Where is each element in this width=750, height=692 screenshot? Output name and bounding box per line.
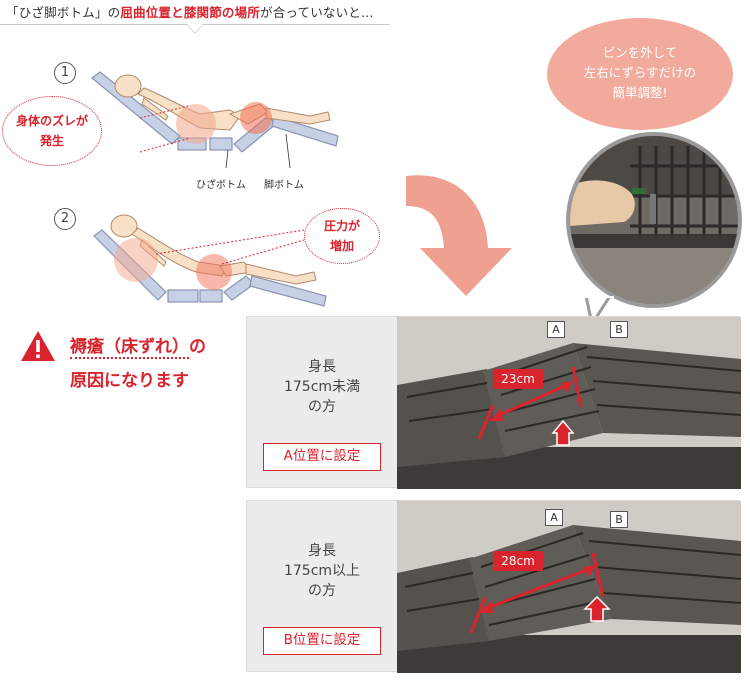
- warning-particle: の: [189, 337, 206, 357]
- balloon-line2: 左右にずらすだけの: [583, 65, 697, 80]
- knee-bottom-label: ひざボトム: [196, 180, 246, 191]
- scenario-2-number: 2: [54, 208, 76, 230]
- body-shift-line2: 発生: [39, 134, 64, 148]
- scenario-1-number: 1: [54, 62, 76, 84]
- leg-bottom-label: 脚ボトム: [264, 180, 304, 191]
- header-part1: 「ひざ脚ボトム」の: [6, 5, 121, 20]
- height-condition-a: 身長 175cm未満 の方: [247, 357, 397, 417]
- bed-illustration-2: [93, 214, 327, 307]
- body-shift-bubble: 身体のズレが 発生: [2, 96, 102, 166]
- distance-label-b: 28cm: [493, 551, 543, 571]
- bed-photo-b: A B 28cm: [397, 501, 741, 673]
- position-b-marker: B: [610, 511, 628, 528]
- setting-b-label: B位置に設定: [263, 627, 381, 655]
- pressure-line1: 圧力が: [323, 219, 360, 233]
- panel-position-a: 身長 175cm未満 の方 A位置に設定 A B 23cm: [246, 316, 741, 489]
- pin-photo-graphic: [570, 136, 738, 304]
- header-part3: が合っていないと…: [260, 5, 374, 20]
- curved-arrow-icon: [406, 175, 512, 296]
- body-shift-line1: 身体のズレが: [15, 114, 88, 128]
- header-highlight: 屈曲位置と膝関節の場所: [120, 5, 261, 20]
- height-condition-b: 身長 175cm以上 の方: [247, 541, 397, 601]
- header-caption: 「ひざ脚ボトム」の屈曲位置と膝関節の場所が合っていないと…: [6, 2, 374, 21]
- height-label-a: 身長: [308, 359, 336, 375]
- height-label-b: 身長: [308, 543, 336, 559]
- balloon-line1: ピンを外して: [602, 45, 678, 60]
- pressure-line2: 増加: [329, 239, 354, 253]
- bed-photo-a: A B 23cm: [397, 317, 741, 489]
- easy-adjust-balloon: ピンを外して 左右にずらすだけの 簡単調整!: [547, 18, 733, 130]
- height-value-a: 175cm未満: [283, 379, 361, 395]
- distance-label-a: 23cm: [493, 369, 543, 389]
- position-b-marker: B: [610, 321, 628, 338]
- bed-frame-graphic-a: [397, 317, 741, 489]
- height-suffix-b: の方: [308, 583, 336, 599]
- pressure-bubble: 圧力が 増加: [304, 208, 380, 264]
- warning-line2: 原因になります: [70, 371, 189, 391]
- position-a-marker: A: [545, 509, 563, 526]
- bedsore-term: 褥瘡（床ずれ）: [70, 337, 189, 359]
- balloon-line3: 簡単調整!: [612, 85, 668, 100]
- height-value-b: 175cm以上: [283, 563, 361, 579]
- setting-a-label: A位置に設定: [263, 443, 381, 471]
- panel-position-b: 身長 175cm以上 の方 B位置に設定 A B 28cm: [246, 500, 741, 673]
- height-suffix-a: の方: [308, 399, 336, 415]
- warning-icon: [21, 331, 55, 361]
- warning-text: 褥瘡（床ずれ）の 原因になります: [70, 330, 206, 398]
- pin-adjust-photo: [566, 132, 742, 308]
- position-a-marker: A: [547, 321, 565, 338]
- bed-frame-graphic-b: [397, 501, 741, 673]
- bed-illustration-1: [91, 71, 339, 168]
